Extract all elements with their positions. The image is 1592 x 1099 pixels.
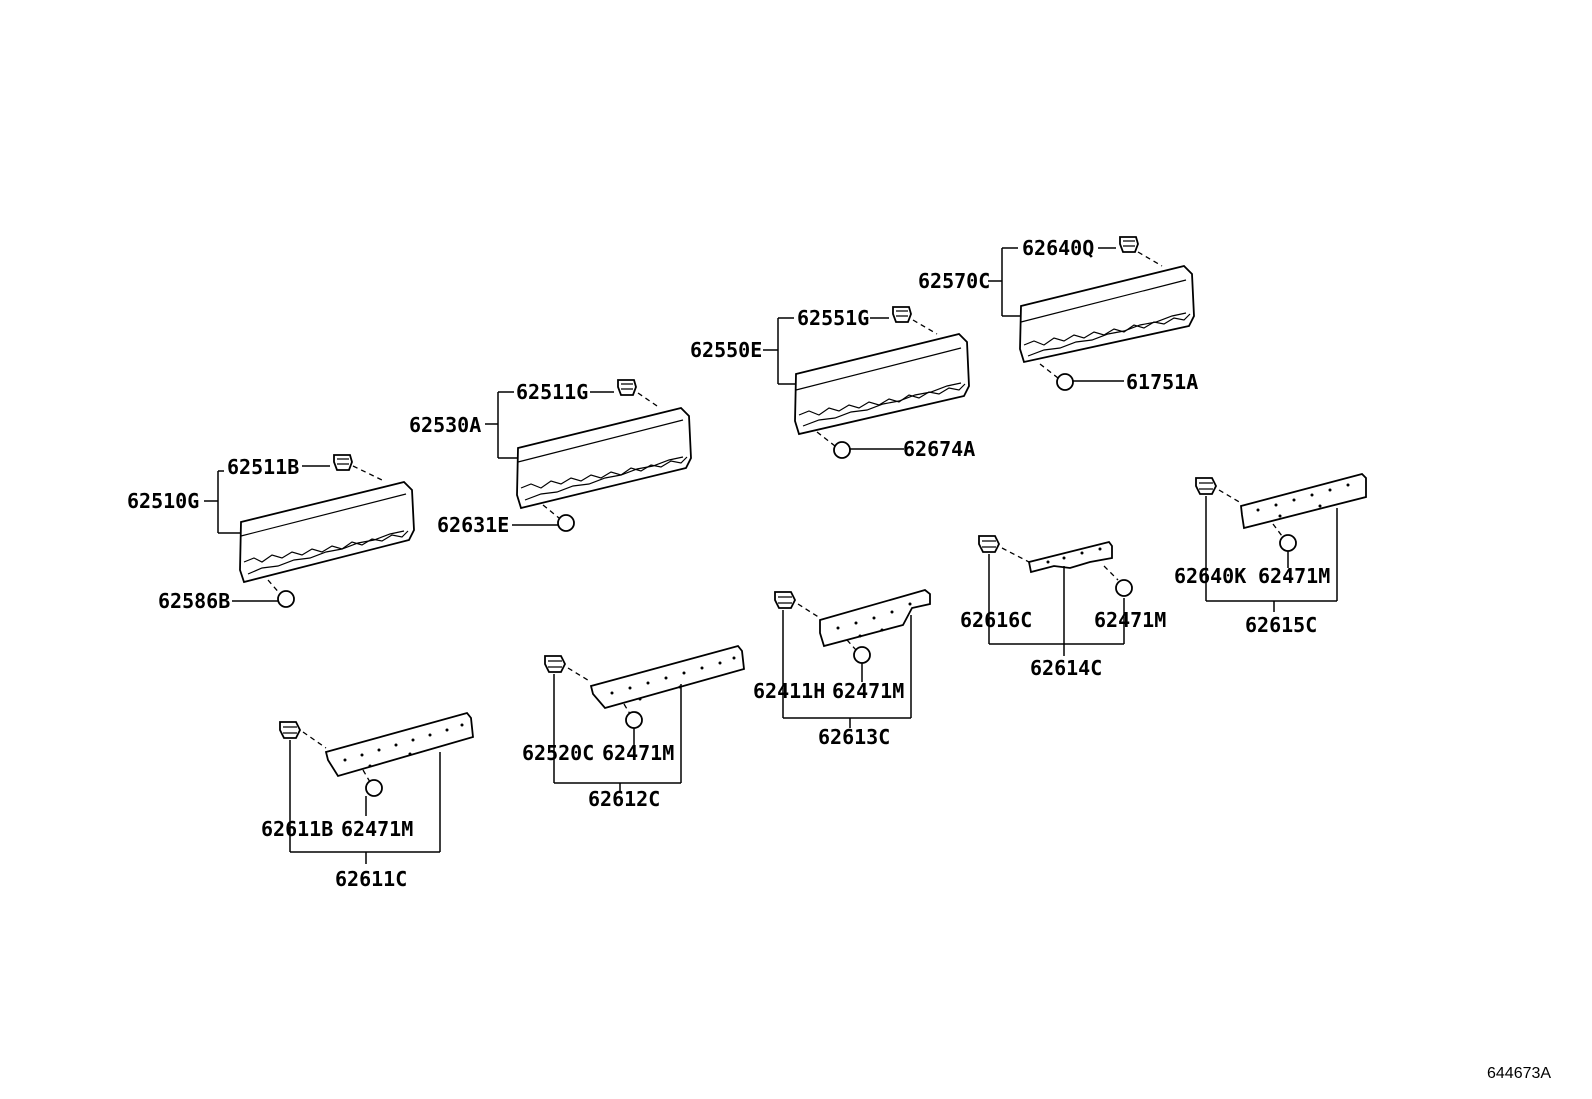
- bracket-62612c: 62520C 62471M 62612C: [522, 644, 745, 811]
- label-62471m-1: 62471M: [341, 817, 413, 841]
- label-62631e: 62631E: [437, 513, 509, 537]
- clip-62640q-icon: [1119, 236, 1139, 253]
- label-62511g: 62511G: [516, 380, 588, 404]
- label-62640k: 62640K: [1174, 564, 1246, 588]
- clip-62611b-icon: [279, 721, 302, 739]
- molding-62530a: 62530A 62511G 62631E: [409, 379, 692, 537]
- label-62570c: 62570C: [918, 269, 990, 293]
- label-62674a: 62674A: [903, 437, 975, 461]
- label-62551g: 62551G: [797, 306, 869, 330]
- clip-62411h-icon: [774, 591, 797, 609]
- clip-62511g-icon: [617, 379, 637, 396]
- label-62615c: 62615C: [1245, 613, 1317, 637]
- nut-62471m-icon-4: [1115, 579, 1133, 597]
- bolt-62631e-icon: [557, 514, 575, 532]
- molding-62510g: 62510G 62511B 62586B: [127, 454, 415, 613]
- bolt-61751a-icon: [1056, 373, 1074, 391]
- label-62550e: 62550E: [690, 338, 762, 362]
- bracket-62614c: 62616C 62471M 62614C: [960, 535, 1166, 680]
- label-62616c: 62616C: [960, 608, 1032, 632]
- label-62471m-4: 62471M: [1094, 608, 1166, 632]
- bracket-62613c: 62411H 62471M 62613C: [753, 589, 931, 749]
- bracket-62615c: 62640K 62471M 62615C: [1174, 472, 1367, 637]
- clip-62520c-icon: [544, 655, 567, 673]
- label-62471m-5: 62471M: [1258, 564, 1330, 588]
- label-62471m-2: 62471M: [602, 741, 674, 765]
- label-62511b: 62511B: [227, 455, 299, 479]
- label-61751a: 61751A: [1126, 370, 1198, 394]
- label-62611c: 62611C: [335, 867, 407, 891]
- bolt-62674a-icon: [833, 441, 851, 459]
- bracket-62611c: 62611B 62471M 62611C: [261, 711, 474, 891]
- molding-62570c: 62570C 62640Q 61751A: [918, 236, 1198, 394]
- label-62612c: 62612C: [588, 787, 660, 811]
- clip-62616c-icon: [978, 535, 1001, 553]
- label-62586b: 62586B: [158, 589, 230, 613]
- nut-62471m-icon-2: [625, 711, 643, 729]
- label-62614c: 62614C: [1030, 656, 1102, 680]
- clip-62511b-icon: [333, 454, 353, 471]
- diagram-code: 644673A: [1487, 1065, 1551, 1082]
- label-62611b: 62611B: [261, 817, 333, 841]
- label-62411h: 62411H: [753, 679, 825, 703]
- molding-62550e: 62550E 62551G 62674A: [690, 306, 975, 461]
- label-62530a: 62530A: [409, 413, 481, 437]
- label-62613c: 62613C: [818, 725, 890, 749]
- label-62640q: 62640Q: [1022, 236, 1094, 260]
- label-62520c: 62520C: [522, 741, 594, 765]
- nut-62471m-icon-1: [365, 779, 383, 797]
- bolt-62586b-icon: [277, 590, 295, 608]
- nut-62471m-icon-3: [853, 646, 871, 664]
- clip-62551g-icon: [892, 306, 912, 323]
- label-62510g: 62510G: [127, 489, 199, 513]
- label-62471m-3: 62471M: [832, 679, 904, 703]
- clip-62640k-icon: [1195, 477, 1218, 495]
- nut-62471m-icon-5: [1279, 534, 1297, 552]
